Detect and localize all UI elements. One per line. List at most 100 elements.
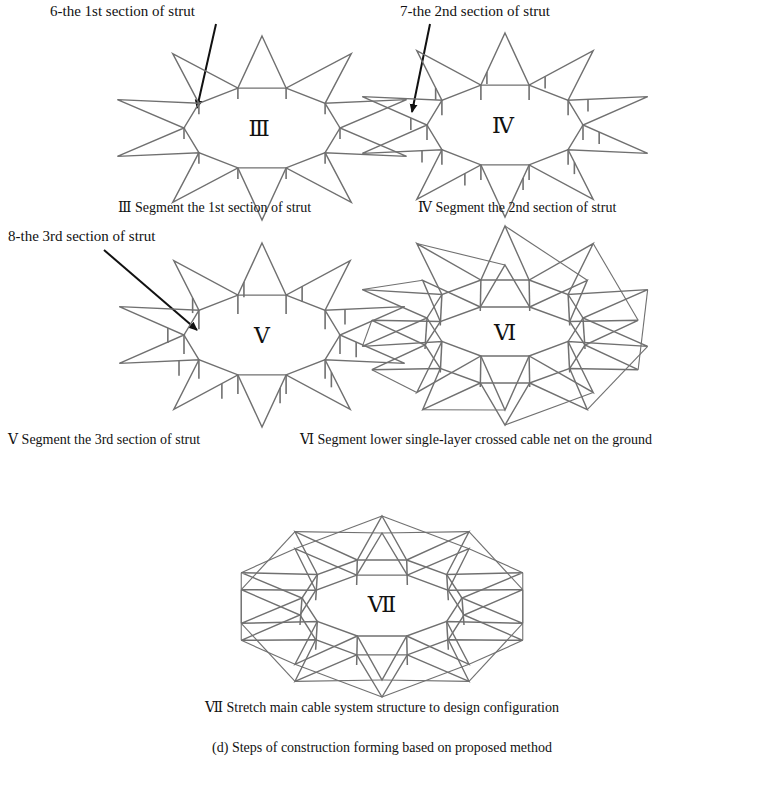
- strut: [528, 356, 530, 387]
- strut: [183, 335, 185, 354]
- cross-cable: [505, 226, 587, 280]
- cross-cable: [593, 244, 638, 321]
- strut: [544, 76, 546, 88]
- callout-label: 8-the 3rd section of strut: [8, 228, 155, 245]
- star-cable-net: [119, 243, 404, 427]
- strut: [300, 598, 302, 625]
- strut: [587, 99, 589, 111]
- upper-cable-net: [241, 516, 523, 680]
- strut: [447, 622, 449, 650]
- strut: [583, 318, 585, 349]
- step-numeral: Ⅴ: [251, 323, 273, 348]
- strut: [410, 118, 412, 130]
- strut: [316, 574, 318, 600]
- figure-caption: (d) Steps of construction forming based …: [212, 740, 552, 756]
- strut: [441, 100, 443, 115]
- cross-cable: [587, 346, 647, 409]
- upper-cable-net: [362, 226, 647, 410]
- cross-cable: [362, 320, 372, 346]
- strut: [198, 360, 200, 379]
- callout-label: 6-the 1st section of strut: [50, 3, 195, 20]
- star-cable-net: [117, 36, 406, 220]
- cross-cable: [417, 244, 505, 265]
- step-caption: Ⅴ Segment the 3rd section of strut: [8, 432, 200, 448]
- cross-cable: [522, 573, 523, 641]
- strut: [198, 103, 200, 114]
- strut: [301, 286, 303, 301]
- cross-cable: [469, 532, 523, 590]
- lower-cable-net: [372, 265, 638, 425]
- step-caption: Ⅳ Segment the 2nd section of strut: [418, 200, 616, 216]
- cross-cable: [241, 573, 242, 641]
- cross-cable: [382, 664, 469, 697]
- cross-cable: [372, 370, 417, 393]
- cross-cable: [295, 516, 382, 549]
- strut: [285, 295, 287, 314]
- strut: [425, 318, 427, 349]
- strut: [339, 335, 341, 354]
- inner-ring-cable: [300, 575, 464, 655]
- strut: [221, 384, 223, 399]
- cross-cable: [241, 623, 295, 681]
- cross-cable: [382, 516, 469, 549]
- strut: [167, 328, 169, 343]
- strut: [480, 280, 482, 311]
- strut: [480, 165, 482, 180]
- strut: [568, 294, 570, 325]
- step-numeral: Ⅳ: [489, 113, 517, 138]
- inner-ring-cable: [184, 295, 340, 375]
- strut: [440, 342, 442, 373]
- callout-label: 7-the 2nd section of strut: [400, 3, 550, 20]
- strut: [331, 372, 333, 387]
- strut: [567, 150, 569, 165]
- strut: [316, 622, 318, 650]
- strut: [440, 294, 442, 325]
- cross-cable: [382, 532, 469, 533]
- inner-ring-cable: [425, 307, 585, 383]
- cross-cable: [638, 290, 648, 370]
- strut: [435, 88, 437, 100]
- lower-cable-net: [241, 533, 523, 697]
- strut: [192, 298, 194, 313]
- strut: [567, 100, 569, 115]
- strut: [339, 128, 341, 139]
- step-numeral: Ⅲ: [245, 116, 272, 141]
- strut: [522, 178, 524, 190]
- strut: [480, 356, 482, 387]
- strut: [574, 162, 576, 174]
- strut: [285, 88, 287, 99]
- strut: [324, 103, 326, 114]
- strut: [406, 560, 408, 585]
- strut: [344, 309, 346, 324]
- strut: [356, 636, 358, 665]
- strut: [243, 282, 245, 297]
- inner-ring-cable: [302, 560, 462, 636]
- leader-arrow: [104, 250, 197, 330]
- strut: [464, 174, 466, 186]
- cross-cable: [362, 280, 422, 289]
- cross-cable: [505, 392, 593, 425]
- strut: [528, 280, 530, 311]
- strut: [237, 88, 239, 99]
- step-caption: Ⅲ Segment the 1st section of strut: [118, 200, 311, 216]
- strut: [198, 310, 200, 329]
- strut: [285, 168, 287, 179]
- cross-cable: [241, 532, 295, 590]
- strut: [462, 598, 464, 625]
- step-numeral: Ⅶ: [365, 592, 399, 617]
- strut: [237, 375, 239, 394]
- strut: [486, 72, 488, 84]
- strut: [178, 361, 180, 376]
- step-numeral: Ⅵ: [491, 320, 519, 345]
- step-caption: Ⅶ Stretch main cable system structure to…: [205, 700, 559, 716]
- strut: [324, 360, 326, 379]
- cross-cable: [522, 590, 523, 624]
- strut: [237, 168, 239, 179]
- inner-ring-cable: [427, 85, 583, 165]
- strut: [324, 310, 326, 329]
- strut: [237, 295, 239, 314]
- strut: [528, 165, 530, 180]
- strut: [582, 125, 584, 140]
- cross-cable: [295, 532, 382, 533]
- strut: [198, 153, 200, 164]
